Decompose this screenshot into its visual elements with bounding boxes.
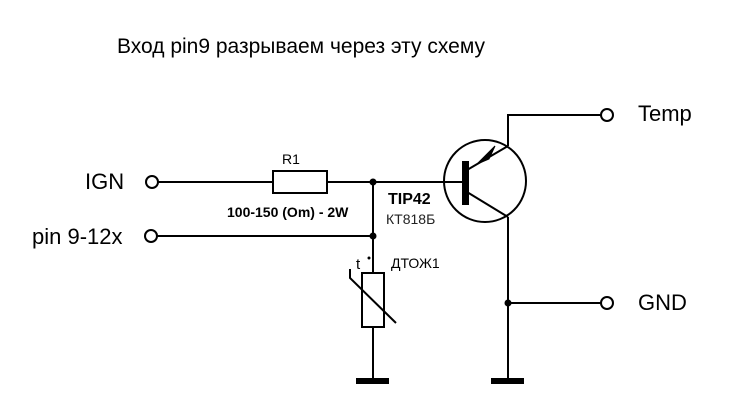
transistor-model-label: TIP42 (388, 191, 431, 208)
resistor-ref-label: R1 (282, 151, 300, 167)
junction-dot (369, 232, 377, 240)
ground-symbol-right (491, 378, 524, 384)
junction-dot (504, 299, 512, 307)
thermistor-degree-mark (367, 256, 371, 260)
wire-emitter-to-temp (507, 114, 601, 146)
thermistor-symbol-label: t (356, 256, 361, 273)
thermistor-ref-label: ДТОЖ1 (391, 255, 440, 271)
terminal-temp (600, 108, 614, 122)
transistor-envelope (443, 139, 527, 223)
diagram-title: Вход pin9 разрываем через эту схему (117, 35, 485, 58)
resistor-r1-body (272, 170, 328, 194)
terminal-label-ign: IGN (85, 169, 125, 194)
terminal-pin (144, 229, 158, 243)
transistor-alt-model-label: КТ818Б (386, 211, 436, 227)
thermistor-slash (349, 269, 397, 324)
terminal-label-temp: Temp (638, 101, 692, 126)
junction-dot (369, 178, 377, 186)
transistor-emitter-arrow (476, 145, 496, 165)
transistor-base-bar (462, 161, 469, 205)
terminal-label-gnd: GND (638, 290, 687, 315)
resistor-value-label: 100-150 (Om) - 2W (227, 204, 349, 220)
terminal-label-pin: pin 9-12x (32, 224, 123, 249)
transistor-collector (466, 191, 509, 218)
ground-symbol-left (356, 378, 389, 384)
terminal-ign (145, 175, 159, 189)
terminal-gnd (600, 296, 614, 310)
